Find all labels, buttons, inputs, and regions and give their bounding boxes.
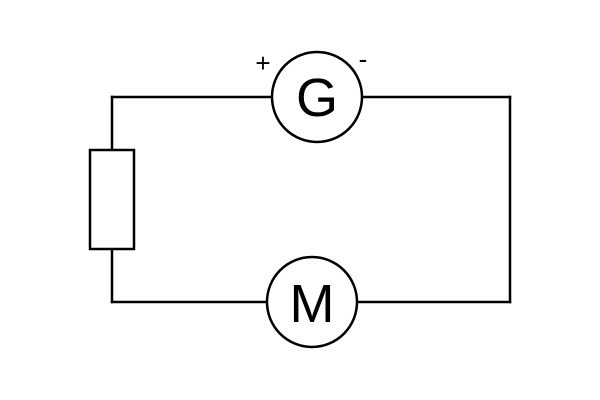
resistor [88, 148, 136, 251]
generator-positive-terminal: + [255, 48, 270, 78]
motor: M [265, 255, 359, 349]
generator-circle [270, 50, 364, 144]
generator-symbol: G [296, 68, 338, 128]
circuit-wires [110, 95, 512, 304]
motor-symbol: M [290, 274, 335, 334]
generator-negative-terminal: - [359, 44, 368, 74]
generator: G + - [255, 44, 368, 144]
motor-circle [265, 255, 359, 349]
